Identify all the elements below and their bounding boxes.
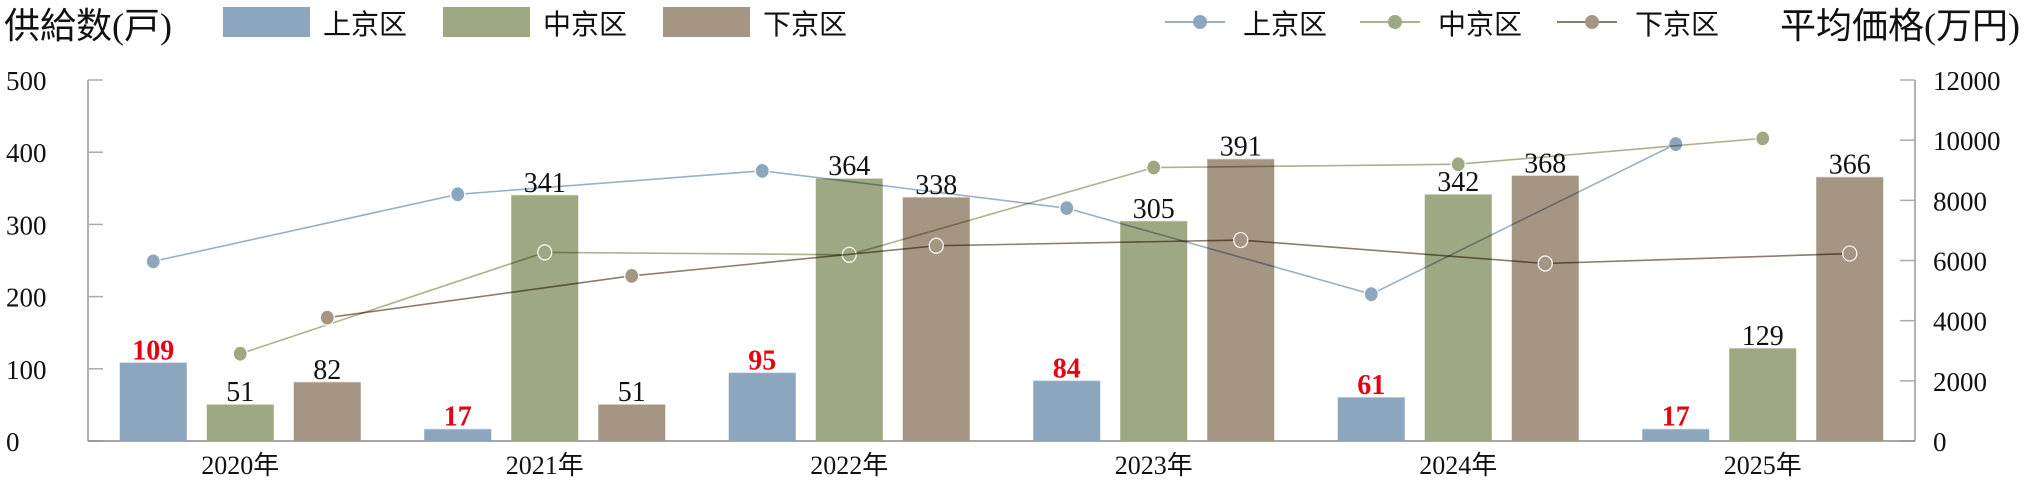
line-marker <box>1059 200 1075 217</box>
bar <box>424 428 492 441</box>
axes: 0 100 200 300 400 500 0 2000 4000 6000 8000 10000 12… <box>6 66 2001 480</box>
right-tick-label: 10000 <box>1933 126 2001 156</box>
line-marker <box>145 253 161 270</box>
line-marker <box>1537 255 1553 272</box>
bar <box>1337 396 1405 441</box>
data-labels: 109 17 95 84 61 17 51 341 364 305 342 129 82 51 338 391… <box>132 132 1871 433</box>
bar-value-label: 95 <box>748 345 776 376</box>
x-tick-label: 2021年 <box>506 451 584 480</box>
bar <box>902 196 970 441</box>
bar <box>206 404 274 441</box>
bar <box>598 404 666 441</box>
bar <box>1033 380 1101 441</box>
line-marker <box>928 237 944 254</box>
bar <box>815 178 883 441</box>
bar <box>293 381 361 441</box>
right-axis-title: 平均価格(万円) <box>1780 6 2020 46</box>
x-tick-label: 2025年 <box>1724 451 1802 480</box>
x-tick-label: 2022年 <box>810 451 888 480</box>
line-marker <box>1450 156 1466 173</box>
bar <box>728 372 796 441</box>
legend-bar-label: 上京区 <box>323 9 407 41</box>
bar-value-label: 109 <box>132 335 174 366</box>
price-line-2 <box>239 137 1763 355</box>
left-tick-label: 0 <box>6 427 20 457</box>
bar-value-label: 341 <box>524 168 566 199</box>
legend-bar-swatch <box>443 7 530 37</box>
line-marker <box>319 309 335 326</box>
bar <box>511 194 579 441</box>
line-marker <box>232 345 248 362</box>
legend-bar-label: 下京区 <box>763 9 847 41</box>
line-marker <box>1233 231 1249 249</box>
bar-value-label: 366 <box>1829 150 1871 181</box>
bar-value-label: 84 <box>1053 353 1081 384</box>
bar-value-label: 391 <box>1220 132 1262 163</box>
bar <box>119 362 187 441</box>
x-tick-label: 2020年 <box>201 451 279 480</box>
bar-value-label: 82 <box>313 355 341 386</box>
bar <box>1816 176 1884 442</box>
bar-value-label: 338 <box>915 170 957 201</box>
bar <box>1120 220 1188 441</box>
price-line-3 <box>327 239 1850 319</box>
bar-value-label: 305 <box>1133 194 1175 225</box>
x-tick-label: 2023年 <box>1115 451 1193 480</box>
bar-value-label: 51 <box>226 377 254 408</box>
line-marker <box>1146 159 1162 176</box>
left-tick-label: 200 <box>6 283 47 313</box>
line-marker <box>450 186 466 203</box>
lines <box>145 130 1858 362</box>
bar-value-label: 129 <box>1742 321 1784 352</box>
line-marker <box>1755 130 1771 147</box>
bar-value-label: 364 <box>828 151 870 182</box>
right-tick-label: 2000 <box>1933 367 1987 397</box>
bars <box>119 157 1884 442</box>
right-tick-label: 6000 <box>1933 247 1987 277</box>
left-tick-label: 100 <box>6 355 47 385</box>
line-marker <box>1363 286 1379 303</box>
legend-bar-swatch <box>663 7 750 37</box>
line-marker <box>754 162 770 179</box>
bar <box>1207 158 1275 441</box>
bar-value-label: 368 <box>1524 148 1566 179</box>
bar-value-label: 342 <box>1437 167 1479 198</box>
line-marker <box>1668 135 1684 153</box>
legend-line-marker <box>1193 15 1207 29</box>
left-tick-label: 300 <box>6 210 47 240</box>
left-tick-label: 500 <box>6 66 47 96</box>
bar-value-label: 61 <box>1357 370 1385 401</box>
bar <box>1424 194 1492 441</box>
left-tick-label: 400 <box>6 138 47 168</box>
right-tick-label: 0 <box>1933 427 1947 457</box>
legend-line-marker <box>1585 15 1599 29</box>
right-tick-label: 4000 <box>1933 307 1987 337</box>
legend-bar-swatch <box>223 7 310 37</box>
price-line-1 <box>153 143 1677 296</box>
bar <box>1642 428 1710 441</box>
x-tick-label: 2024年 <box>1419 451 1497 480</box>
bar-value-label: 17 <box>444 402 472 433</box>
bar-value-label: 51 <box>618 377 646 408</box>
legend-bar-label: 中京区 <box>543 9 627 41</box>
bar-value-label: 17 <box>1662 402 1690 433</box>
legend-line-label: 中京区 <box>1438 9 1522 41</box>
bar <box>1511 175 1579 441</box>
legend: 上京区 中京区 下京区 上京区 中京区 下京区 <box>223 7 1719 41</box>
right-tick-label: 12000 <box>1933 66 2001 96</box>
bar <box>1729 347 1797 441</box>
line-marker <box>624 267 640 284</box>
line-marker <box>537 244 553 261</box>
legend-line-label: 下京区 <box>1635 9 1719 41</box>
line-marker <box>1842 245 1858 262</box>
legend-line-marker <box>1388 15 1402 29</box>
left-axis-title: 供給数(戸) <box>4 6 172 46</box>
right-tick-label: 8000 <box>1933 186 1987 216</box>
legend-line-label: 上京区 <box>1243 9 1327 41</box>
